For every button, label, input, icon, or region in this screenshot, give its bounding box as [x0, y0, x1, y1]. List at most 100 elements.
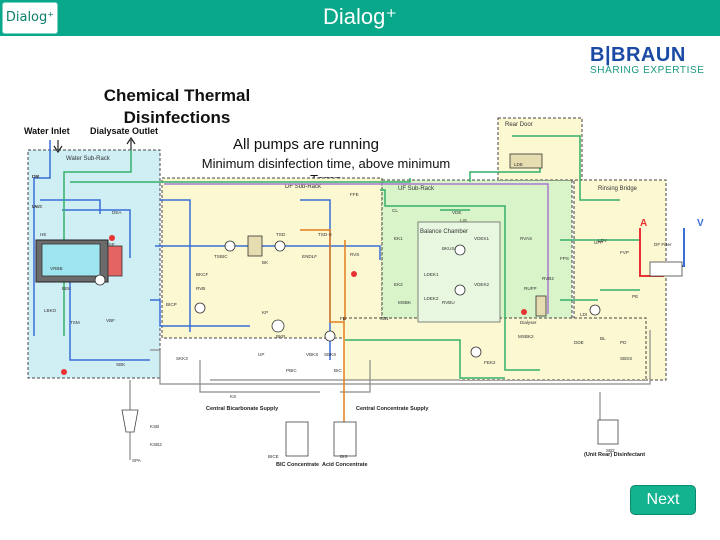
water-subrack	[27, 149, 161, 379]
next-button[interactable]: Next	[630, 485, 696, 515]
component-label: MSBK	[398, 300, 412, 305]
flow-markers	[61, 235, 527, 375]
component-label: BICP	[166, 302, 177, 307]
component-label: VDEK2	[474, 282, 490, 287]
rear-door	[497, 117, 583, 181]
component-label: LDE	[514, 162, 523, 167]
component-label: TSBIC	[214, 254, 228, 259]
component-label: DEA	[112, 210, 122, 215]
component-label: RVBU	[442, 300, 455, 305]
component-label: SBKS	[324, 352, 336, 357]
outlet-arrow	[126, 136, 136, 150]
component-label: PD	[620, 340, 627, 345]
component-label: LDV	[598, 238, 608, 243]
component-label: VRBB	[50, 266, 63, 271]
component-label: TSD-S	[318, 232, 332, 237]
component-label: SB2	[606, 448, 615, 453]
component-label: BKP	[276, 334, 285, 339]
component-label: Dialyser	[520, 320, 537, 325]
water-inlet-label: Water Inlet	[24, 126, 70, 136]
component-label: LA	[32, 204, 39, 209]
component-label: FPS	[560, 256, 569, 261]
lower-df-area	[343, 317, 647, 381]
component-label: FVP	[620, 250, 629, 255]
component-label: BK	[262, 260, 269, 265]
component-label: TSE	[106, 242, 115, 247]
bic-concentrate-label: BIC Concentrate	[276, 462, 319, 468]
pump-status: All pumps are running	[233, 136, 379, 153]
component-label: BL	[600, 336, 606, 341]
time-status: Minimum disinfection time, above minimum…	[201, 156, 451, 187]
component-label: LDEK2	[424, 296, 439, 301]
purple-line	[164, 183, 549, 314]
rinsing-bridge	[573, 179, 667, 381]
acid-supply-label: Central Concentrate Supply	[356, 406, 429, 412]
dialog-logo: Dialog⁺	[2, 2, 58, 34]
component-label: LIS	[460, 218, 467, 223]
component-label: DF Filter	[654, 242, 672, 247]
heater-tank	[41, 243, 101, 277]
title-bar: Dialog⁺ Dialog⁺	[0, 0, 720, 36]
disinfectant-label: (Unit Rear) Disinfectant	[584, 452, 645, 458]
component-label: CL	[392, 208, 398, 213]
component-label: BKCF	[196, 272, 208, 277]
component-labels: DM VWE DEA TSE HE LBKO VBF TSM BEK SBK TSBIC BKCF TS…	[32, 162, 672, 463]
component-label: TSM	[70, 320, 80, 325]
component-label: KSB	[150, 424, 159, 429]
component-label: VDE	[452, 210, 461, 215]
component-label: MSBK2	[518, 334, 534, 339]
heater-block	[35, 239, 109, 283]
component-label: PE	[632, 294, 638, 299]
component-label: VBKS	[306, 352, 318, 357]
venous-marker: V	[697, 218, 704, 229]
acid-concentrate-label: Acid Concentrate	[322, 462, 368, 468]
component-label: RVS	[350, 252, 359, 257]
component-label: SB1	[380, 316, 389, 321]
bbraun-logo: B|BRAUN SHARING EXPERTISE	[590, 44, 718, 76]
component-label: FD	[340, 316, 347, 321]
component-label: VBF	[106, 318, 115, 323]
component-label: RVAS	[520, 236, 532, 241]
app-title: Dialog⁺	[323, 4, 397, 29]
component-label: EK1	[394, 236, 403, 241]
component-label: BEK	[62, 286, 72, 291]
component-label: BICE	[268, 454, 279, 459]
component-label: VWE	[32, 204, 42, 209]
grey-lines	[129, 330, 651, 460]
component-label: SBSS	[620, 356, 632, 361]
orange-lines	[300, 229, 346, 430]
component-label: VDEK1	[474, 236, 490, 241]
inlet-arrow	[53, 140, 63, 154]
component-label: RVB	[196, 286, 205, 291]
component-label: KS	[230, 394, 236, 399]
component-label: SBK	[116, 362, 126, 367]
component-label: DM	[32, 174, 39, 179]
component-label: RUFP	[524, 286, 537, 291]
brand-tagline: SHARING EXPERTISE	[590, 65, 705, 76]
component-label: PBIC	[286, 368, 297, 373]
component-label: FFE	[350, 192, 359, 197]
component-label: BIS	[340, 454, 347, 459]
dialyser	[649, 261, 683, 277]
component-label: ENDLF	[302, 254, 317, 259]
component-label: HE	[40, 232, 46, 237]
df-subrack	[161, 177, 383, 339]
component-label: LDEK1	[424, 272, 439, 277]
heater-element	[107, 245, 123, 277]
component-label: SPA	[132, 458, 142, 463]
balance-chamber-label: Balance Chamber	[420, 229, 468, 235]
component-label: TSD	[276, 232, 286, 237]
component-label: BIC	[334, 368, 342, 373]
component-label: KP	[262, 310, 268, 315]
rinsing-bridge-label: Rinsing Bridge	[598, 186, 638, 192]
water-subrack-label: Water Sub-Rack	[66, 156, 111, 162]
arterial-marker: A	[640, 218, 647, 229]
component-label: LBKO	[44, 308, 57, 313]
bic-supply-label: Central Bicarbonate Supply	[206, 406, 279, 412]
component-label: DDE	[574, 340, 584, 345]
component-label: UP	[258, 352, 264, 357]
component-label: EK2	[394, 282, 403, 287]
valve-symbols	[94, 240, 601, 358]
component-label: LDI	[580, 312, 587, 317]
